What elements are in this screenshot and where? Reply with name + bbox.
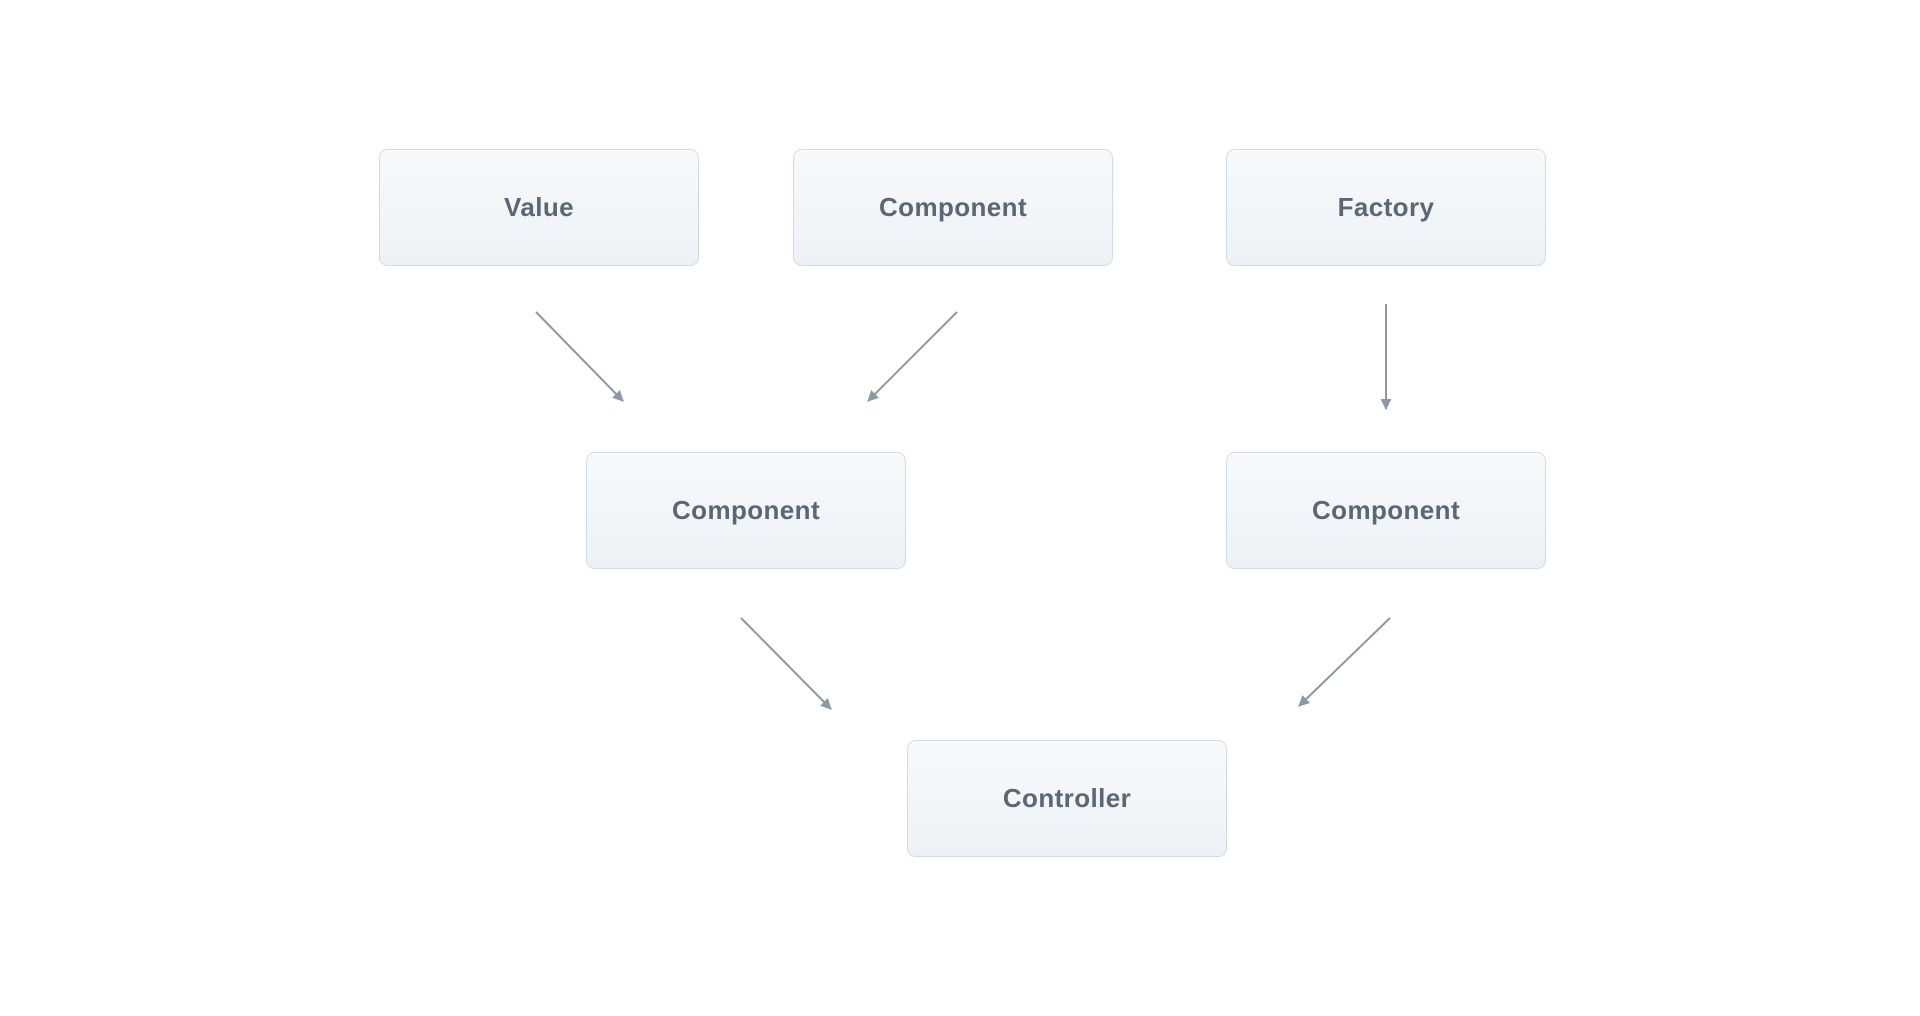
edge-value-to-component-left — [535, 311, 624, 402]
node-factory: Factory — [1226, 149, 1546, 266]
node-controller-label: Controller — [1002, 783, 1132, 813]
node-value-label: Value — [504, 192, 574, 222]
node-component-top: Component — [793, 149, 1113, 266]
node-component-right-label: Component — [1311, 495, 1461, 525]
node-value: Value — [379, 149, 699, 266]
edge-component-left-to-controller — [740, 617, 832, 710]
node-component-left-label: Component — [671, 495, 821, 525]
node-factory-label: Factory — [1337, 192, 1435, 222]
node-controller: Controller — [907, 740, 1227, 857]
node-component-right: Component — [1226, 452, 1546, 569]
edge-component-right-to-controller — [1298, 617, 1391, 707]
node-component-top-label: Component — [878, 192, 1028, 222]
edge-component-top-to-component-left — [867, 311, 958, 402]
node-component-left: Component — [586, 452, 906, 569]
